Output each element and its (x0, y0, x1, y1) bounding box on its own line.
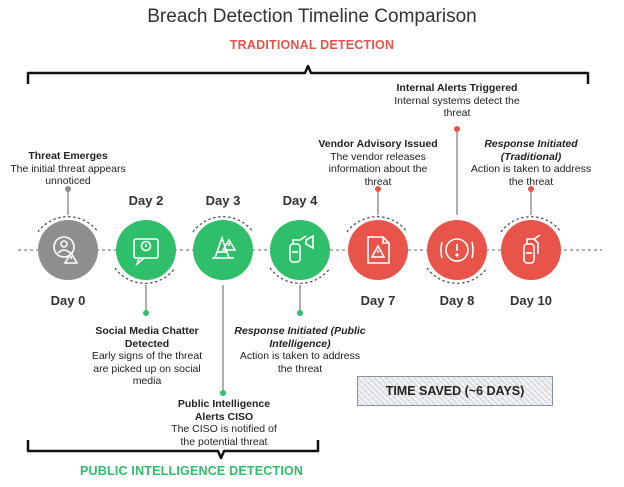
time-saved-badge: TIME SAVED (~6 DAYS) (357, 376, 553, 406)
node-day-4 (270, 220, 330, 280)
annotation-body: Internal systems detect the threat (394, 94, 520, 120)
fire-extinguisher-icon (289, 234, 314, 263)
annotation-body: The vendor releases information about th… (328, 150, 428, 188)
day-label: Day 4 (282, 193, 318, 208)
public-bracket (26, 440, 320, 460)
annotation-heading: Vendor Advisory Issued (318, 138, 438, 150)
chat-alert-icon (133, 238, 159, 267)
annotation-heading: Internal Alerts Triggered (396, 82, 518, 94)
day-label: Day 3 (205, 193, 241, 208)
annotation-vendor-advisory: Vendor Advisory Issued The vendor releas… (316, 138, 440, 188)
connectors (67, 130, 532, 392)
annotation-heading: Threat Emerges (28, 150, 108, 162)
page-title: Breach Detection Timeline Comparison (147, 6, 477, 27)
node-day-2 (116, 220, 176, 280)
node-day-7 (348, 220, 408, 280)
day-label: Day 2 (128, 193, 164, 208)
annotation-body: Action is taken to address the threat (470, 163, 592, 188)
annotation-internal-alerts: Internal Alerts Triggered Internal syste… (394, 82, 520, 120)
user-alert-icon (53, 236, 79, 264)
annotation-body: The CISO is notified of the potential th… (171, 423, 277, 448)
traditional-bracket (26, 64, 590, 84)
public-intelligence-label: PUBLIC INTELLIGENCE DETECTION (80, 464, 304, 478)
node-day-8 (427, 220, 487, 280)
connector-dots (65, 126, 534, 396)
annotation-response-public: Response Initiated (Public Intelligence)… (232, 325, 368, 375)
traditional-detection-label: TRADITIONAL DETECTION (229, 38, 395, 52)
annotation-social-media: Social Media Chatter Detected Early sign… (86, 325, 208, 388)
annotation-heading: Response Initiated (Traditional) (484, 138, 578, 163)
annotation-heading: Response Initiated (Public Intelligence) (234, 325, 366, 350)
annotation-body: Action is taken to address the threat (239, 350, 361, 375)
document-alert-icon (367, 236, 390, 264)
node-day-10 (501, 220, 561, 280)
signal-alert-icon (212, 235, 237, 259)
day-label: Day 10 (510, 293, 552, 308)
annotation-response-traditional: Response Initiated (Traditional) Action … (466, 138, 596, 188)
annotation-threat-emerges: Threat Emerges The initial threat appear… (4, 150, 132, 188)
node-arcs (37, 216, 562, 284)
day-label: Day 8 (439, 293, 475, 308)
annotation-heading: Social Media Chatter Detected (95, 325, 199, 350)
annotation-body: Early signs of the threat are picked up … (91, 350, 203, 387)
node-day-3 (193, 220, 253, 280)
day-label: Day 7 (360, 293, 396, 308)
node-day-0 (38, 220, 98, 280)
annotation-heading: Public Intelligence Alerts CISO (177, 398, 271, 423)
alarm-icon (440, 238, 474, 262)
annotation-body: The initial threat appears unnoticed (10, 162, 126, 188)
fire-extinguisher-icon (523, 234, 541, 264)
day-label: Day 0 (50, 293, 86, 308)
annotation-ciso-alert: Public Intelligence Alerts CISO The CISO… (165, 398, 283, 448)
